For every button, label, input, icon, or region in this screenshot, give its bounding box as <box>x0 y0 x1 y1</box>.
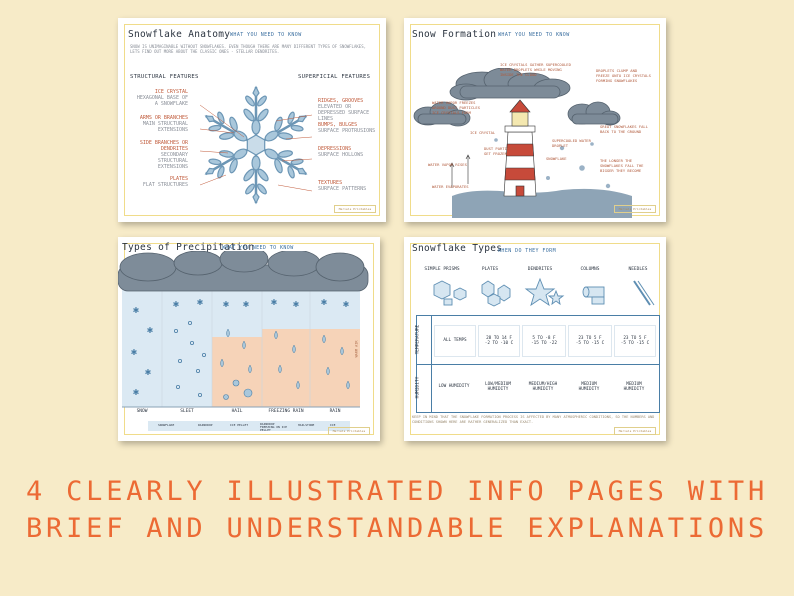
feature-arms: Arms or BranchesMain structural extensio… <box>139 115 188 133</box>
feature-bumps: Bumps, BulgesSurface protrusions <box>318 122 376 134</box>
svg-text:✱: ✱ <box>197 298 204 307</box>
precipitation-illustration: ✱ ✱ ✱ ✱ ✱ ✱ ✱ ✱ ✱ ✱ ✱ ✱ ✱ <box>118 251 369 431</box>
legend-ice: Ice <box>330 423 336 427</box>
feature-depressions: DepressionsSurface hollows <box>318 146 364 158</box>
card-footer: Mariels Printables <box>328 427 370 435</box>
column-label-freezing-rain: Freezing Rain <box>268 409 304 414</box>
legend-raindrop: Raindrop <box>198 423 213 427</box>
caption-line-1: 4 clearly illustrated info pages with <box>25 476 769 507</box>
column-dendrites: Dendrites <box>527 267 553 272</box>
humidity-plates: Low/MediumHumidity <box>485 381 511 393</box>
feature-side-branches: Side Branches or DendritesSecondary stru… <box>139 140 188 170</box>
temp-columns: 23 to 5 F-5 to -15 C <box>568 325 612 357</box>
feature-plates: PlatesFlat structures <box>142 176 188 188</box>
column-needles: Needles <box>628 267 648 272</box>
svg-text:✱: ✱ <box>271 298 278 307</box>
svg-text:✱: ✱ <box>293 300 300 309</box>
note-ice-crystal: Ice crystal <box>470 130 496 135</box>
svg-text:✱: ✱ <box>321 298 328 307</box>
card-intro: Snow is unimaginable without snowflakes.… <box>130 44 367 54</box>
note-supercooled-droplet: Supercooled water droplet <box>552 138 591 148</box>
note-water-evaporates: Water evaporates <box>432 184 469 189</box>
svg-text:✱: ✱ <box>243 300 250 309</box>
temp-plates: 28 to 14 F-2 to -10 C <box>478 325 520 357</box>
card-snowflake-types: Snowflake Types when do they form Simple… <box>404 237 666 441</box>
card-frame <box>124 24 380 216</box>
crystal-icons <box>433 277 655 307</box>
legend-hailstone: Hailstone <box>298 423 315 427</box>
humidity-dendrites: Medium/HighHumidity <box>528 381 558 393</box>
note-ice-crystals-gather: Ice crystals gather supercooled water dr… <box>500 62 571 77</box>
svg-text:✱: ✱ <box>131 348 138 357</box>
snowflake-illustration <box>200 85 312 205</box>
svg-text:✱: ✱ <box>133 306 140 315</box>
temp-simple-prisms: All Temps <box>434 325 476 357</box>
card-footer: Mariels Printables <box>334 205 376 213</box>
card-subtitle: what you need to know <box>222 245 294 251</box>
row-divider <box>417 364 659 365</box>
note-water-vapor-freezes: Water vapor freezes around dust particle… <box>432 100 481 115</box>
column-label-snow: Snow <box>136 409 148 414</box>
humidity-simple-prisms: Low Humidity <box>438 384 470 390</box>
humidity-columns: MediumHumidity <box>578 381 600 393</box>
row-label-humidity: Humidity <box>415 376 421 399</box>
legend-raindrop-freezing: Raindrop freezing on ice pellet <box>260 422 288 432</box>
note-great-snowflakes: Great snowflakes fall back to the ground <box>600 124 649 134</box>
note-longer-fall: The longer the snowflakes fall the bigge… <box>600 158 644 173</box>
card-title: Types of Precipitation <box>122 242 255 253</box>
svg-text:✱: ✱ <box>223 300 230 309</box>
humidity-needles: MediumHumidity <box>623 381 645 393</box>
column-label-rain: Rain <box>329 409 341 414</box>
feature-ridges: Ridges, GroovesElevated or depressed sur… <box>318 98 370 122</box>
column-simple-prisms: Simple Prisms <box>424 267 460 272</box>
column-label-hail: Hail <box>231 409 243 414</box>
note-droplets-clump: Droplets clump and freeze onto ice cryst… <box>596 68 651 83</box>
card-title: Snowflake Anatomy <box>128 29 231 40</box>
card-types-of-precipitation: Types of Precipitation what you need to … <box>118 237 380 441</box>
legend-ice-pellet: Ice pellet <box>230 423 249 427</box>
legend-snowflake: Snowflake <box>158 423 175 427</box>
card-title: Snowflake Types <box>412 243 503 254</box>
temp-needles: 23 to 5 F-5 to -15 C <box>614 325 656 357</box>
feature-ice-crystal: Ice CrystalHexagonal base of a snowflake <box>136 89 188 107</box>
snow-formation-illustration <box>413 68 632 218</box>
card-snow-formation: Snow Formation what you need to know <box>404 18 666 222</box>
note-dust-particles: Dust particles get frozen <box>484 146 517 156</box>
svg-text:✱: ✱ <box>145 368 152 377</box>
card-subtitle: when do they form <box>498 248 556 254</box>
row-label-temperature: Temperature <box>415 324 421 355</box>
card-footer: Mariels Printables <box>614 205 656 213</box>
types-table <box>416 315 660 413</box>
feature-textures: TexturesSurface patterns <box>318 180 367 192</box>
card-snowflake-anatomy: Snowflake Anatomy what you need to know … <box>118 18 386 222</box>
card-footer: Mariels Printables <box>614 427 656 435</box>
column-plates: Plates <box>481 267 499 272</box>
types-note: Keep in mind that the snowflake formatio… <box>412 415 655 424</box>
label-column-divider <box>431 316 432 412</box>
svg-text:✱: ✱ <box>173 300 180 309</box>
card-subtitle: what you need to know <box>498 32 570 38</box>
temp-dendrites: 5 to -8 F-15 to -22 <box>522 325 566 357</box>
svg-text:✱: ✱ <box>147 326 154 335</box>
svg-text:✱: ✱ <box>133 388 140 397</box>
structural-features-header: Structural Features <box>130 74 199 80</box>
note-water-vapor-rises: Water vapor rises <box>428 162 467 167</box>
column-columns: Columns <box>580 267 600 272</box>
column-label-sleet: Sleet <box>180 409 194 414</box>
superficial-features-header: Superficial Features <box>298 74 371 80</box>
card-subtitle: what you need to know <box>230 32 302 38</box>
caption-line-2: brief and understandable explanations <box>25 513 769 544</box>
note-snowflake: Snowflake <box>546 156 567 161</box>
warm-air-label: Warm Air <box>354 340 359 358</box>
card-title: Snow Formation <box>412 29 497 40</box>
svg-text:✱: ✱ <box>343 300 350 309</box>
